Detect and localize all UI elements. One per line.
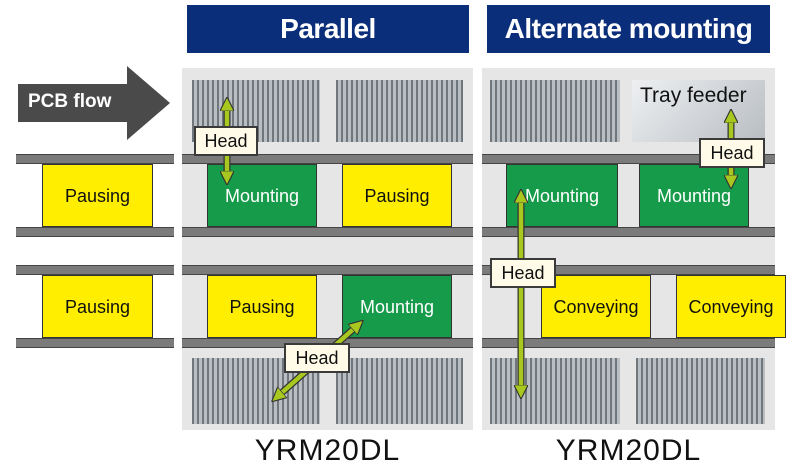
rail-upper-top-3 — [482, 154, 775, 164]
rail-upper-top-2 — [182, 154, 473, 164]
board-upper-parallel-2: Pausing — [342, 164, 452, 227]
model-alternate: YRM20DL — [555, 434, 702, 467]
board-lower-alternate-1: Conveying — [541, 275, 651, 338]
rail-upper-top-1 — [16, 154, 174, 164]
model-parallel: YRM20DL — [254, 434, 401, 467]
board-lower-entry: Pausing — [42, 275, 153, 338]
feeder-alternate-top-left — [490, 80, 620, 142]
rail-lower-top-2 — [182, 265, 473, 275]
rail-upper-bottom-3 — [482, 227, 775, 237]
rail-lower-top-3 — [482, 265, 775, 275]
feeder-parallel-top-right — [336, 80, 463, 142]
alternate-title: Alternate mounting — [487, 5, 770, 53]
head-label-parallel-upper: Head — [194, 126, 258, 156]
feeder-alternate-bottom-left — [490, 358, 620, 424]
rail-upper-bottom-1 — [16, 227, 174, 237]
rail-upper-bottom-2 — [182, 227, 473, 237]
head-label-alternate-vertical: Head — [490, 258, 556, 288]
head-label-alternate-tray: Head — [699, 138, 765, 168]
rail-lower-bottom-1 — [16, 338, 174, 348]
tray-feeder — [632, 80, 765, 142]
rail-lower-bottom-3 — [482, 338, 775, 348]
tray-feeder-label: Tray feeder — [640, 84, 747, 107]
board-upper-entry: Pausing — [42, 164, 153, 227]
board-lower-parallel-2: Mounting — [342, 275, 452, 338]
board-lower-alternate-2: Conveying — [676, 275, 786, 338]
head-label-parallel-lower: Head — [284, 343, 350, 373]
pcb-flow-label: PCB flow — [28, 91, 112, 112]
feeder-alternate-bottom-right — [636, 358, 765, 424]
rail-lower-top-1 — [16, 265, 174, 275]
